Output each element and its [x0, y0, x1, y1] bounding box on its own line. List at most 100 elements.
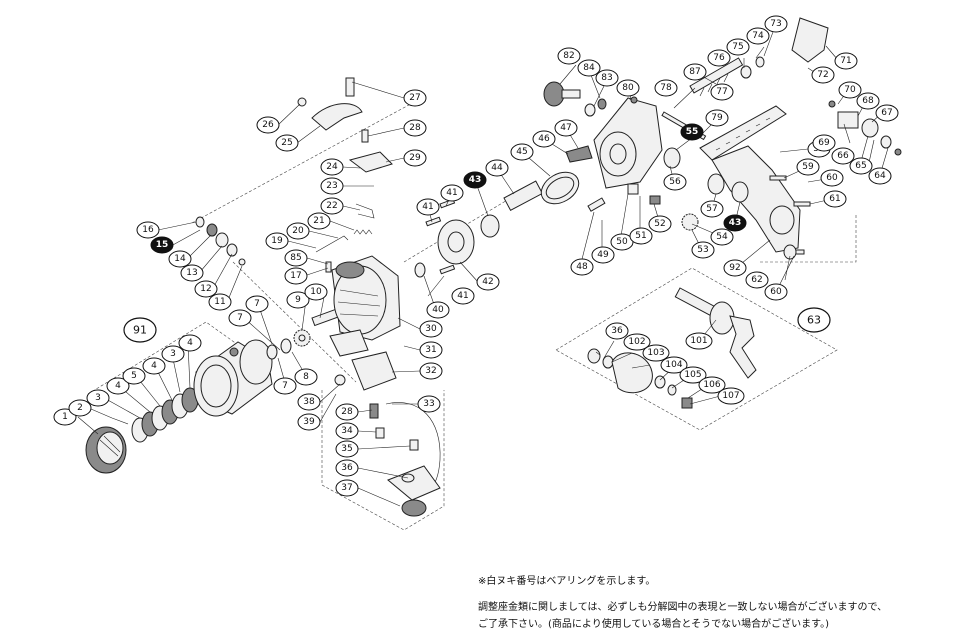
spring: [587, 197, 606, 212]
handle-arm: [674, 287, 757, 379]
svg-text:67: 67: [881, 108, 892, 118]
svg-text:7: 7: [237, 313, 243, 323]
callout-55-bearing: 55: [680, 123, 704, 141]
svg-text:54: 54: [716, 232, 728, 242]
callout-7: 7: [245, 295, 269, 313]
bearing: [731, 181, 749, 203]
svg-text:36: 36: [341, 463, 353, 473]
bearing-note: ※白ヌキ番号はベアリングを示します。: [478, 576, 656, 587]
callout-63: 63: [797, 307, 831, 333]
callout-66: 66: [831, 147, 855, 165]
callout-22: 22: [320, 197, 344, 215]
svg-text:41: 41: [422, 202, 433, 212]
svg-text:75: 75: [732, 42, 743, 52]
svg-text:46: 46: [538, 134, 550, 144]
callout-68: 68: [856, 92, 880, 110]
callout-41: 41: [451, 287, 475, 305]
callout-8: 8: [294, 368, 318, 386]
svg-text:19: 19: [271, 236, 283, 246]
svg-text:8: 8: [303, 372, 309, 382]
svg-text:11: 11: [214, 297, 225, 307]
callout-4: 4: [106, 377, 130, 395]
svg-text:91: 91: [133, 324, 147, 337]
svg-text:43: 43: [729, 218, 742, 228]
bail-spring: [353, 229, 373, 235]
callout-67: 67: [875, 104, 899, 122]
svg-text:51: 51: [635, 231, 646, 241]
svg-text:37: 37: [341, 483, 352, 493]
spool: [193, 339, 273, 417]
spool-washer: [280, 338, 292, 354]
callout-46: 46: [532, 130, 556, 148]
callout-41: 41: [440, 184, 464, 202]
svg-text:32: 32: [425, 366, 436, 376]
bail-mount-screw: [375, 427, 385, 439]
svg-text:14: 14: [174, 254, 186, 264]
body-group-line: [760, 214, 857, 263]
svg-text:27: 27: [409, 93, 420, 103]
rotor-plate: [437, 219, 475, 265]
oscillating-gear: [293, 329, 311, 347]
svg-text:82: 82: [563, 51, 574, 61]
bearing: [597, 98, 607, 110]
svg-text:68: 68: [862, 96, 874, 106]
bail-holder: [387, 465, 441, 517]
washer: [740, 65, 752, 79]
callout-84: 84: [577, 59, 601, 77]
svg-text:4: 4: [187, 338, 193, 348]
callout-87: 87: [683, 63, 707, 81]
svg-text:92: 92: [729, 263, 740, 273]
svg-text:26: 26: [262, 120, 274, 130]
callout-82: 82: [557, 47, 581, 65]
svg-text:9: 9: [295, 295, 301, 305]
callout-17: 17: [284, 267, 308, 285]
svg-text:12: 12: [200, 284, 211, 294]
drive-gear: [681, 213, 699, 231]
svg-text:48: 48: [576, 262, 588, 272]
callout-38: 38: [297, 393, 321, 411]
svg-text:3: 3: [170, 349, 176, 359]
svg-text:105: 105: [684, 370, 701, 380]
bail-spring-clip: [355, 203, 375, 219]
svg-text:63: 63: [807, 314, 821, 327]
callout-52: 52: [648, 215, 672, 233]
svg-text:78: 78: [660, 83, 672, 93]
svg-text:72: 72: [817, 70, 828, 80]
callout-51: 51: [629, 227, 653, 245]
svg-text:13: 13: [186, 268, 197, 278]
svg-text:76: 76: [713, 53, 725, 63]
callout-13: 13: [180, 264, 204, 282]
svg-text:104: 104: [665, 360, 682, 370]
callout-41: 41: [416, 198, 440, 216]
svg-text:70: 70: [844, 85, 856, 95]
screw: [769, 175, 787, 181]
callout-25: 25: [275, 134, 299, 152]
washer: [414, 262, 426, 278]
svg-text:2: 2: [77, 403, 83, 413]
handle-box: [555, 267, 838, 431]
svg-text:71: 71: [840, 56, 851, 66]
callout-7: 7: [228, 309, 252, 327]
callout-21: 21: [307, 212, 331, 230]
svg-text:85: 85: [290, 253, 301, 263]
svg-text:47: 47: [560, 123, 571, 133]
callout-34: 34: [335, 422, 359, 440]
rotor-cover: [329, 329, 369, 357]
svg-text:31: 31: [425, 345, 436, 355]
drag-adjust-parts: [828, 100, 902, 156]
svg-text:21: 21: [313, 216, 324, 226]
body-side-plate: [593, 96, 663, 189]
svg-text:49: 49: [597, 250, 609, 260]
svg-text:16: 16: [142, 225, 154, 235]
svg-text:53: 53: [697, 245, 708, 255]
washer: [584, 103, 596, 117]
svg-text:64: 64: [874, 171, 886, 181]
callout-54: 54: [710, 228, 734, 246]
svg-text:39: 39: [303, 417, 315, 427]
callout-53: 53: [691, 241, 715, 259]
svg-text:38: 38: [303, 397, 315, 407]
svg-text:50: 50: [616, 237, 628, 247]
svg-text:30: 30: [425, 324, 437, 334]
bail-group-line: [232, 261, 357, 383]
